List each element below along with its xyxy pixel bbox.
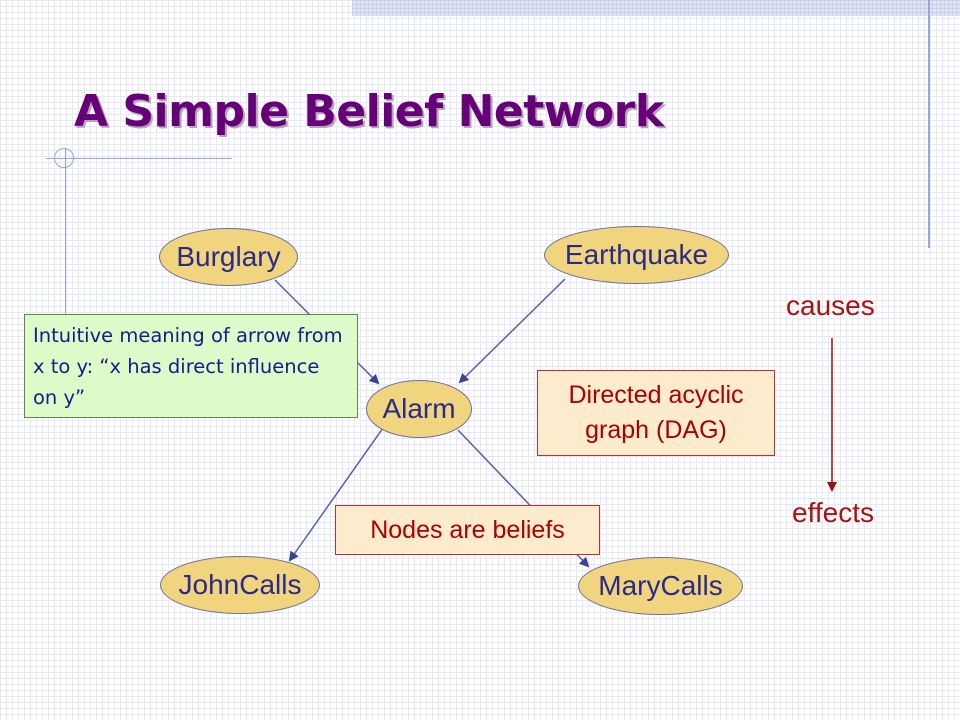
edge-alarm-johncalls (288, 427, 384, 562)
node-earthquake[interactable]: Earthquake (544, 226, 729, 284)
node-johncalls[interactable]: JohnCalls (160, 556, 320, 614)
dag-note-line1: Directed acyclic (568, 381, 744, 409)
dag-note-line2: graph (DAG) (585, 416, 727, 444)
slide-title: A Simple Belief Network (74, 86, 664, 137)
top-decorative-band (352, 0, 960, 16)
edge-earthquake-alarm (458, 278, 566, 384)
dag-note: Directed acyclic graph (DAG) (537, 370, 775, 456)
decorative-circle (54, 148, 74, 168)
nodes-beliefs-note: Nodes are beliefs (335, 505, 600, 555)
arrow-meaning-note: Intuitive meaning of arrow from x to y: … (24, 314, 358, 418)
node-alarm[interactable]: Alarm (366, 380, 472, 438)
node-marycalls[interactable]: MaryCalls (578, 557, 743, 615)
title-underline (46, 158, 232, 159)
left-decorative-line (65, 148, 66, 318)
right-decorative-line (928, 0, 930, 248)
causes-label: causes (786, 290, 875, 321)
effects-label: effects (792, 497, 874, 528)
node-burglary[interactable]: Burglary (159, 228, 298, 286)
